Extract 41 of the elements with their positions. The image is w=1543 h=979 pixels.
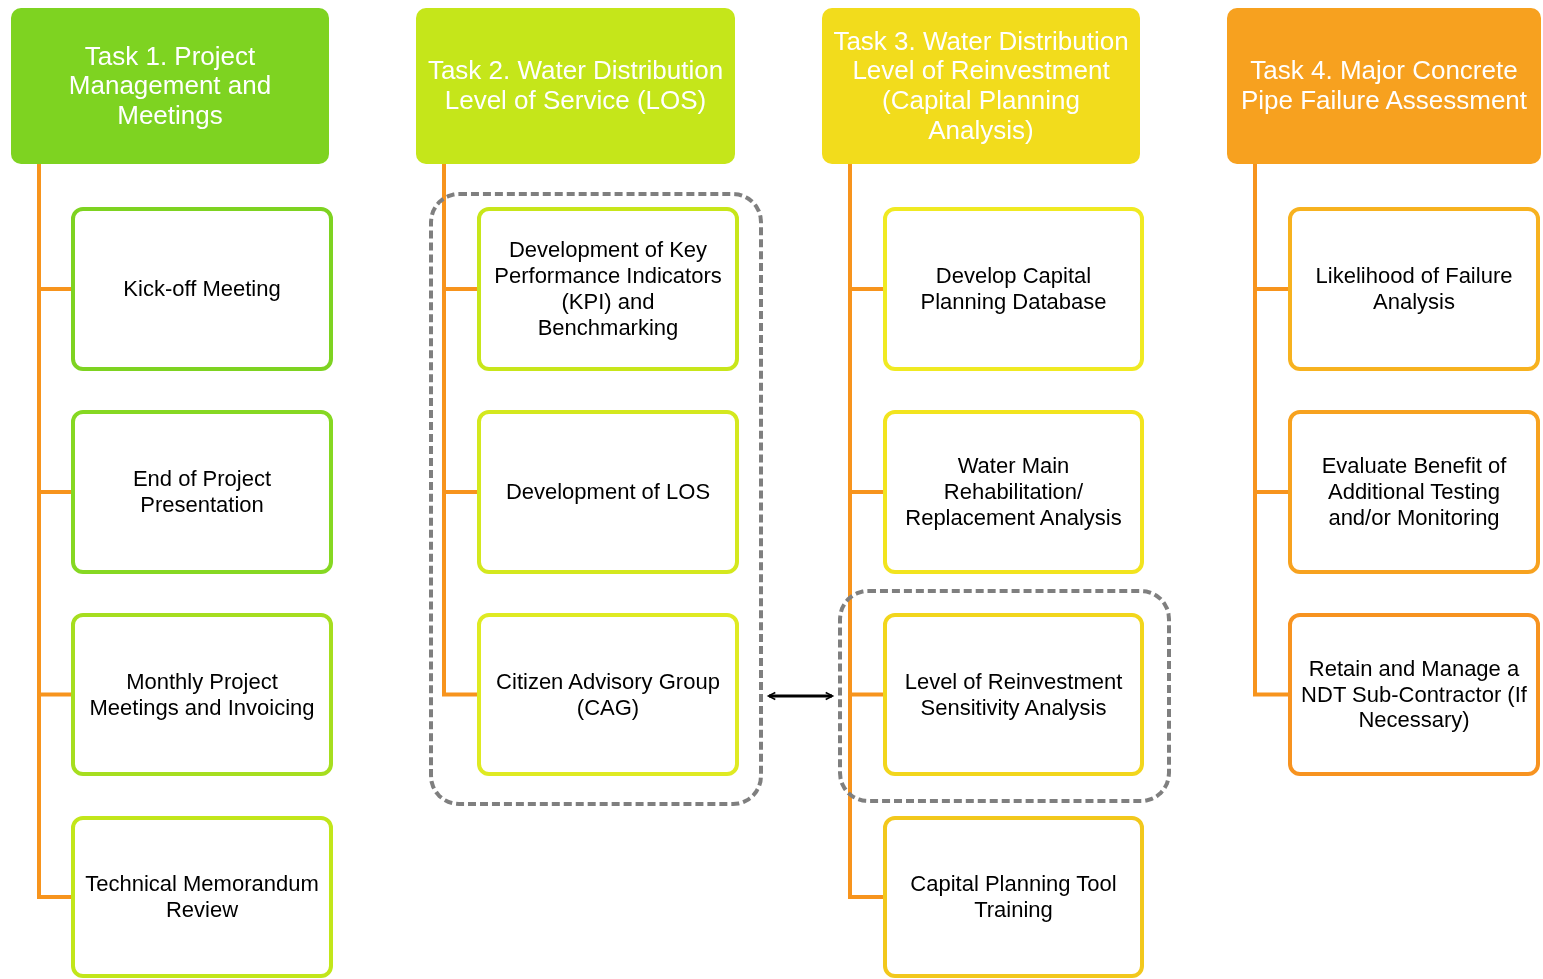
subtask-box	[883, 207, 1144, 371]
task-title: Task 3. Water Distribution Level of Reinvestment (Capital Planning Analysis)	[832, 26, 1130, 146]
subtask-box	[71, 613, 333, 776]
subtask-box	[71, 207, 333, 371]
task-header	[1227, 8, 1541, 164]
task-title: Task 2. Water Distribution Level of Service (LOS)	[426, 56, 725, 116]
subtask-box	[71, 816, 333, 978]
subtask-box	[883, 410, 1144, 574]
connector-line	[1253, 164, 1288, 697]
subtask-label: Citizen Advisory Group (CAG)	[495, 668, 721, 721]
subtask-box	[71, 410, 333, 574]
subtask-label: Monthly Project Meetings and Invoicing	[88, 668, 316, 721]
subtask-label: Technical Memorandum Review	[84, 871, 320, 923]
task-header	[11, 8, 329, 164]
task-header	[822, 8, 1140, 164]
subtask-label: End of Project Presentation	[131, 466, 273, 518]
subtask-label: Retain and Manage a NDT Sub-Contractor (If Necessary)	[1300, 655, 1528, 734]
subtask-box	[477, 207, 739, 371]
task-title: Task 1. Project Management and Meetings	[67, 41, 273, 131]
subtask-box	[477, 613, 739, 776]
subtask-label: Water Main Rehabilitation/ Replacement Analysis	[904, 453, 1123, 531]
subtask-label: Evaluate Benefit of Additional Testing and/or Monitoring	[1320, 453, 1508, 531]
task-title: Task 4. Major Concrete Pipe Failure Assessment	[1239, 56, 1529, 116]
subtask-box	[883, 816, 1144, 978]
subtask-label: Level of Reinvestment Sensitivity Analysis	[903, 668, 1124, 721]
subtask-label: Likelihood of Failure Analysis	[1314, 263, 1514, 315]
subtask-label: Develop Capital Planning Database	[919, 263, 1108, 315]
subtask-label: Development of LOS	[505, 479, 711, 505]
subtask-label: Kick-off Meeting	[123, 276, 281, 302]
task-header	[416, 8, 735, 164]
connector-line	[442, 164, 477, 697]
subtask-box	[1288, 613, 1540, 776]
subtask-box	[1288, 410, 1540, 574]
subtask-box	[477, 410, 739, 574]
dashed-group-box	[838, 589, 1171, 803]
dashed-group-box	[429, 192, 763, 806]
subtask-label: Capital Planning Tool Training	[909, 871, 1118, 923]
double-arrow	[767, 691, 834, 701]
subtask-box	[883, 613, 1144, 776]
subtask-label: Development of Key Performance Indicators (KPI) and Benchmarking	[493, 237, 723, 341]
subtask-box	[1288, 207, 1540, 371]
